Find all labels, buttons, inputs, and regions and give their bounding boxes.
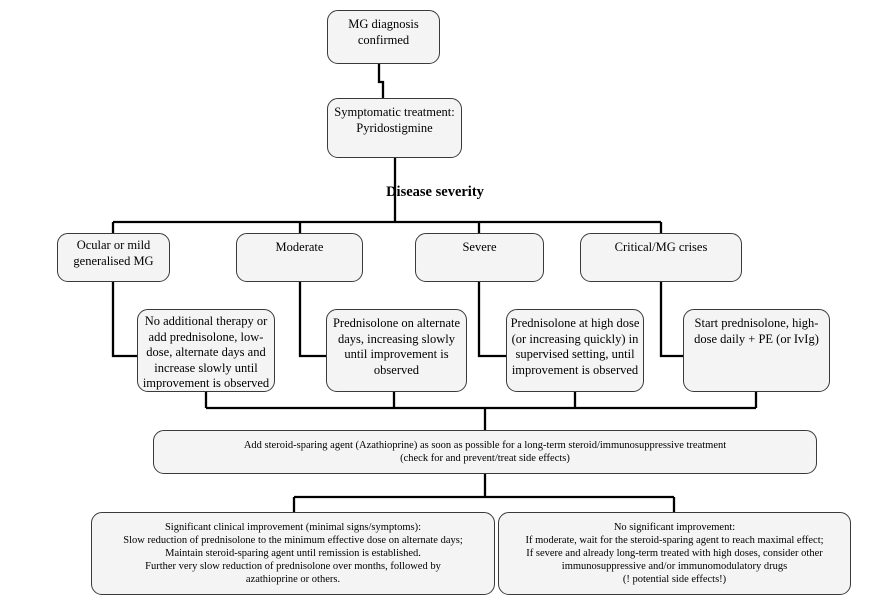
disease-severity-heading: Disease severity <box>386 184 484 200</box>
severity-severe-label: Severe <box>462 240 497 254</box>
steroid-sparing-text: Add steroid-sparing agent (Azathioprine)… <box>243 440 727 464</box>
therapy-mild-box: No additional therapy or add prednisolon… <box>137 309 275 392</box>
mg-diagnosis-box: MG diagnosis confirmed <box>327 10 440 64</box>
severity-critical-box: Critical/MG crises <box>580 233 742 282</box>
therapy-moderate-box: Prednisolone on alternate days, increasi… <box>326 309 467 392</box>
therapy-critical-text: Start prednisolone, high- dose daily + P… <box>694 316 819 346</box>
severity-mild-box: Ocular or mild generalised MG <box>57 233 170 282</box>
elbow-moderate <box>298 282 326 358</box>
severity-critical-label: Critical/MG crises <box>614 240 708 254</box>
therapy-moderate-text: Prednisolone on alternate days, increasi… <box>332 316 461 377</box>
therapy-severe-text: Prednisolone at high dose (or increasing… <box>510 316 640 377</box>
steroid-sparing-box: Add steroid-sparing agent (Azathioprine)… <box>153 430 817 474</box>
outcome-improvement-box: Significant clinical improvement (minima… <box>91 512 495 595</box>
severity-mild-label: Ocular or mild generalised MG <box>73 238 154 268</box>
symptomatic-treatment-text: Symptomatic treatment: Pyridostigmine <box>334 105 455 135</box>
outcome-no-improvement-text: No significant improvement: If moderate,… <box>525 522 824 585</box>
mg-diagnosis-text: MG diagnosis confirmed <box>348 17 419 47</box>
connector-diagnosis-to-symptomatic <box>377 64 385 98</box>
elbow-severe <box>477 282 506 358</box>
therapy-mild-text: No additional therapy or add prednisolon… <box>142 314 270 390</box>
outcome-no-improvement-box: No significant improvement: If moderate,… <box>498 512 851 595</box>
severity-severe-box: Severe <box>415 233 544 282</box>
elbow-critical <box>659 282 683 358</box>
severity-moderate-box: Moderate <box>236 233 363 282</box>
symptomatic-treatment-box: Symptomatic treatment: Pyridostigmine <box>327 98 462 158</box>
therapy-severe-box: Prednisolone at high dose (or increasing… <box>506 309 644 392</box>
elbow-mild <box>111 282 137 358</box>
outcome-improvement-text: Significant clinical improvement (minima… <box>123 522 463 585</box>
severity-moderate-label: Moderate <box>275 240 324 254</box>
therapy-critical-box: Start prednisolone, high- dose daily + P… <box>683 309 830 392</box>
